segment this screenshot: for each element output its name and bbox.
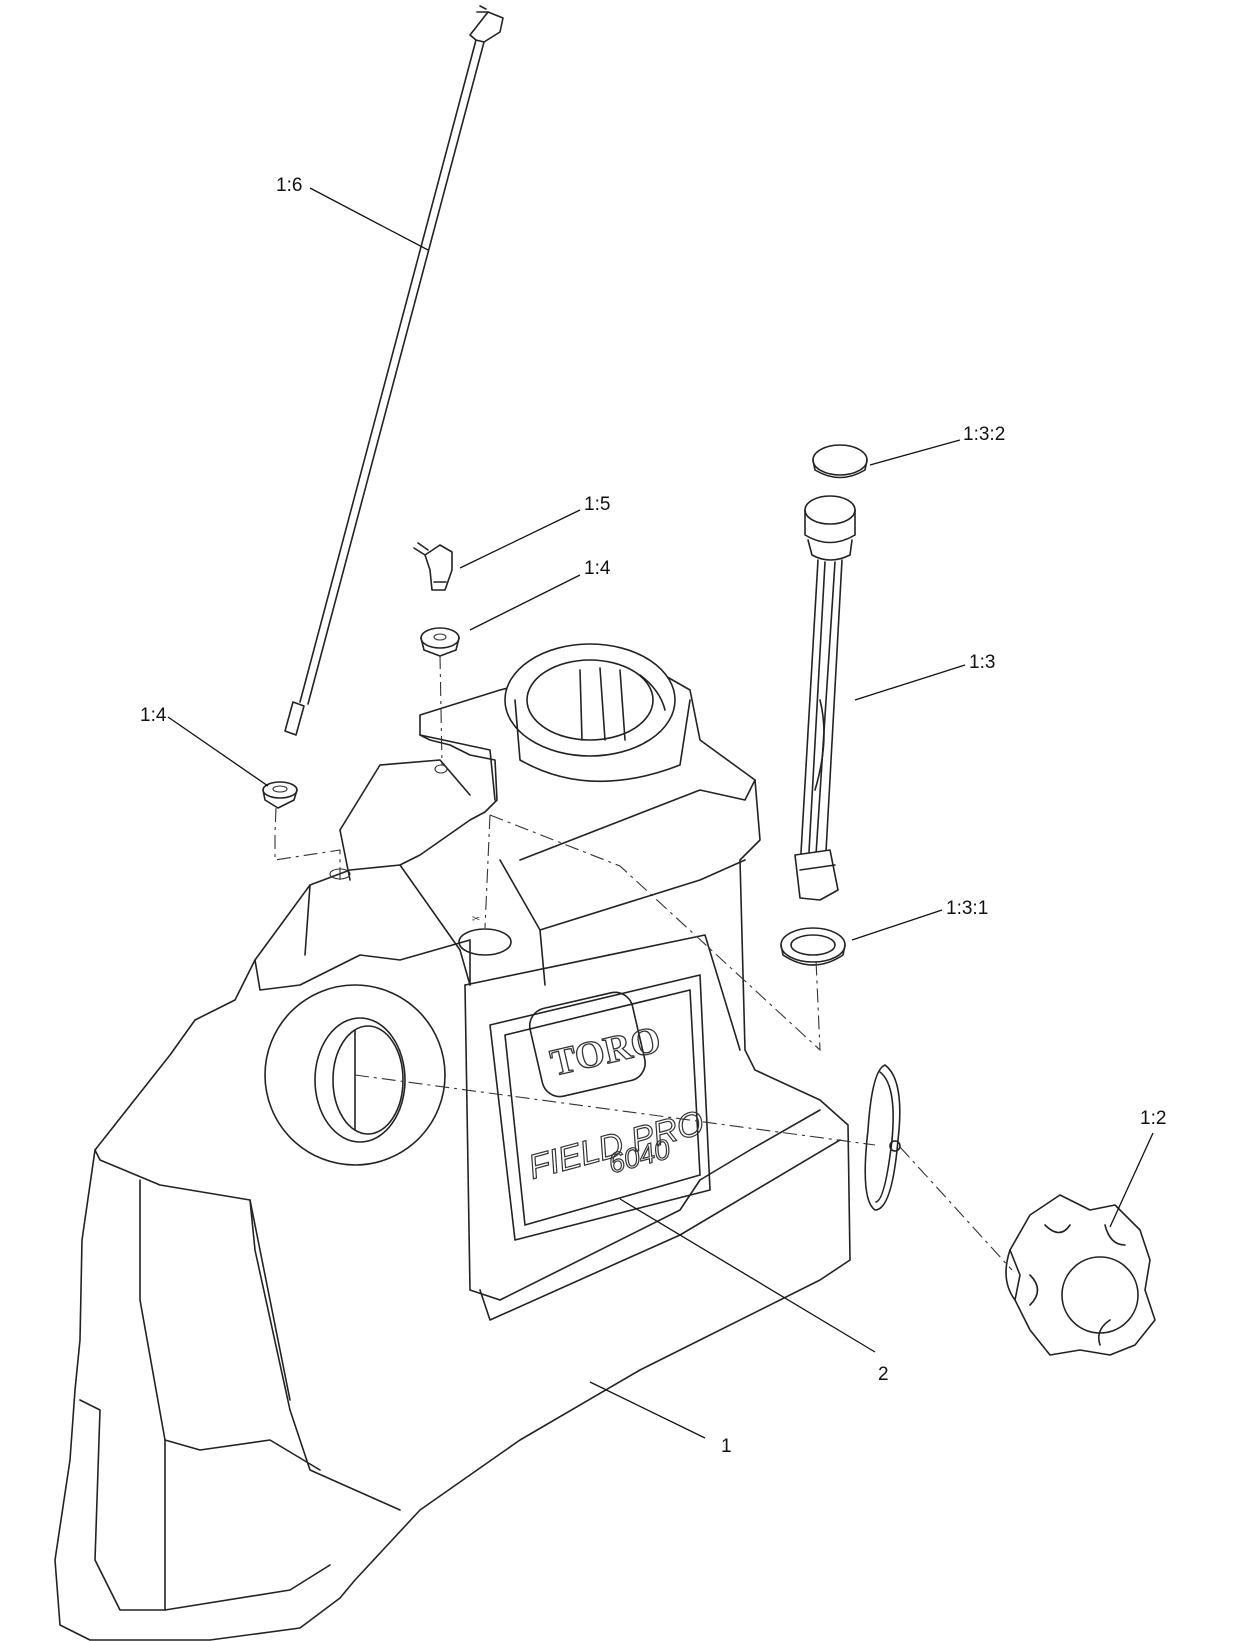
callout-2: 2 (878, 1364, 889, 1385)
elbow-fitting (413, 542, 453, 591)
callout-1-4-center: 1:4 (584, 558, 611, 579)
svg-text:✂: ✂ (472, 914, 480, 925)
alignment-lines (274, 654, 1013, 1271)
gauge-cap (812, 444, 868, 479)
fuel-gauge-sender (794, 495, 856, 901)
callout-1-2: 1:2 (1140, 1108, 1166, 1129)
leader-lines (167, 187, 1154, 1439)
vent-tube (284, 5, 504, 736)
callout-1-3: 1:3 (969, 652, 995, 673)
fuel-cap-gasket (864, 1064, 901, 1211)
grommet-center (420, 627, 460, 657)
callout-1-3-1: 1:3:1 (946, 898, 988, 919)
callout-1-6: 1:6 (276, 175, 302, 196)
fuel-tank-body: ✂ (54, 643, 851, 1641)
gauge-grommet (780, 927, 846, 966)
callout-labels: 1:6 1:5 1:4 1:4 1:3:2 1:3 1:3:1 1:2 2 1 (140, 175, 1166, 1457)
callout-1-3-2: 1:3:2 (963, 424, 1005, 445)
grommet-left (262, 781, 298, 809)
fuel-cap (1005, 1194, 1156, 1356)
callout-1: 1 (721, 1436, 732, 1457)
callout-1-5: 1:5 (584, 494, 610, 515)
callout-1-4-left: 1:4 (140, 705, 167, 726)
